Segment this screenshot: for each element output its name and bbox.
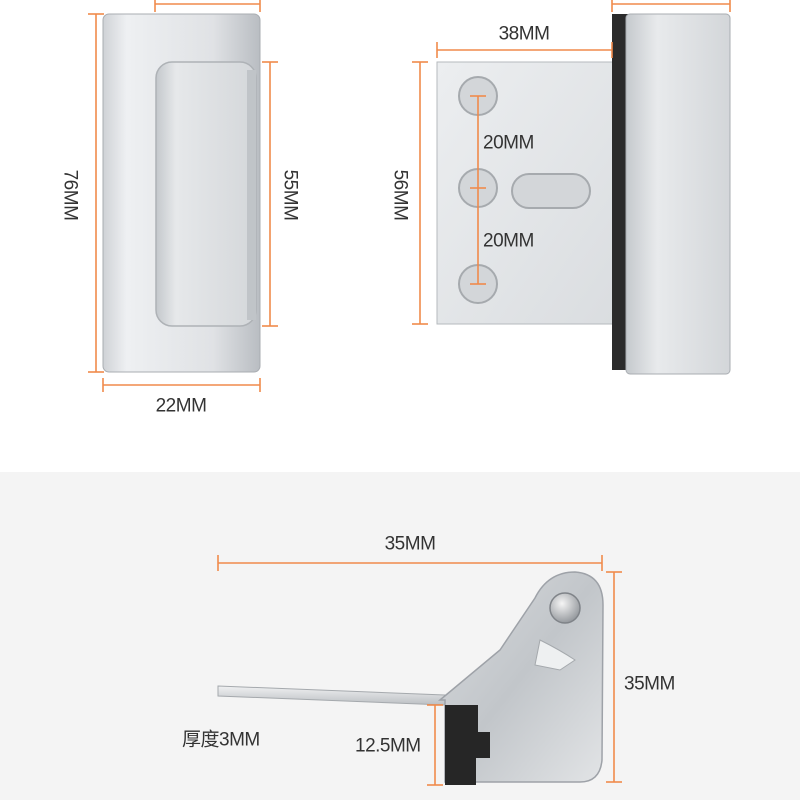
hinge-bar [612,13,731,375]
arm-height-label: 35MM [624,673,675,695]
plate-width-label: 38MM [498,23,550,45]
bottom-panel-background [0,472,800,800]
strike-inner-height-label: 55MM [279,169,301,221]
hole-spacing-top-label: 20MM [483,132,534,154]
strike-piece [102,13,261,373]
strike-height-label: 76MM [59,169,81,221]
arm-length-label: 35MM [384,533,436,555]
strike-width-label: 22MM [155,395,207,417]
hole-spacing-bottom-label: 20MM [483,230,534,252]
arm-slot-height-label: 12.5MM [355,735,421,757]
plate-height-label: 56MM [389,169,411,221]
mounting-plate [436,61,616,325]
arm-piece [217,571,604,785]
arm-thickness-label: 厚度3MM [182,729,260,751]
dimension-lines [88,0,731,786]
